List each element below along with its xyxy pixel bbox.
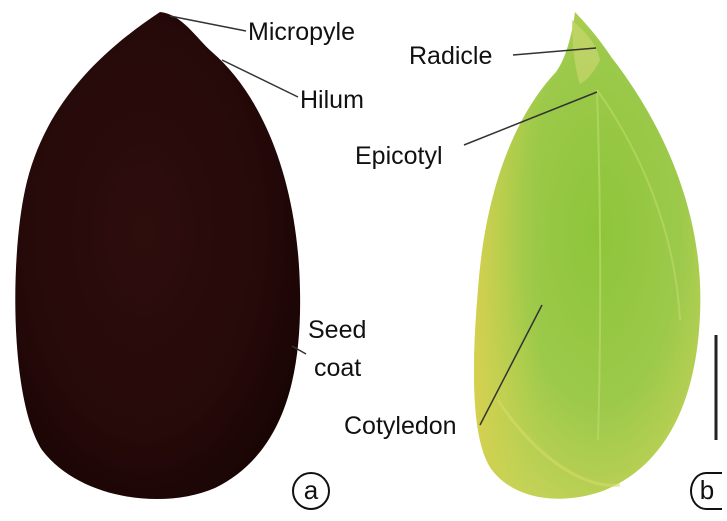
cotyledon-label: Cotyledon bbox=[344, 414, 457, 439]
hilum-label: Hilum bbox=[300, 88, 364, 113]
panel-b-letter: b bbox=[690, 472, 722, 510]
epicotyl-label: Epicotyl bbox=[355, 144, 443, 169]
seed-coat-label-line2: coat bbox=[314, 356, 361, 381]
radicle-label: Radicle bbox=[409, 44, 492, 69]
panel-a-letter: a bbox=[292, 472, 330, 510]
micropyle-label: Micropyle bbox=[248, 20, 355, 45]
seed-coat-label-line1: Seed bbox=[308, 318, 366, 343]
green-seed-rim bbox=[474, 12, 700, 499]
dark-seed bbox=[15, 12, 300, 499]
